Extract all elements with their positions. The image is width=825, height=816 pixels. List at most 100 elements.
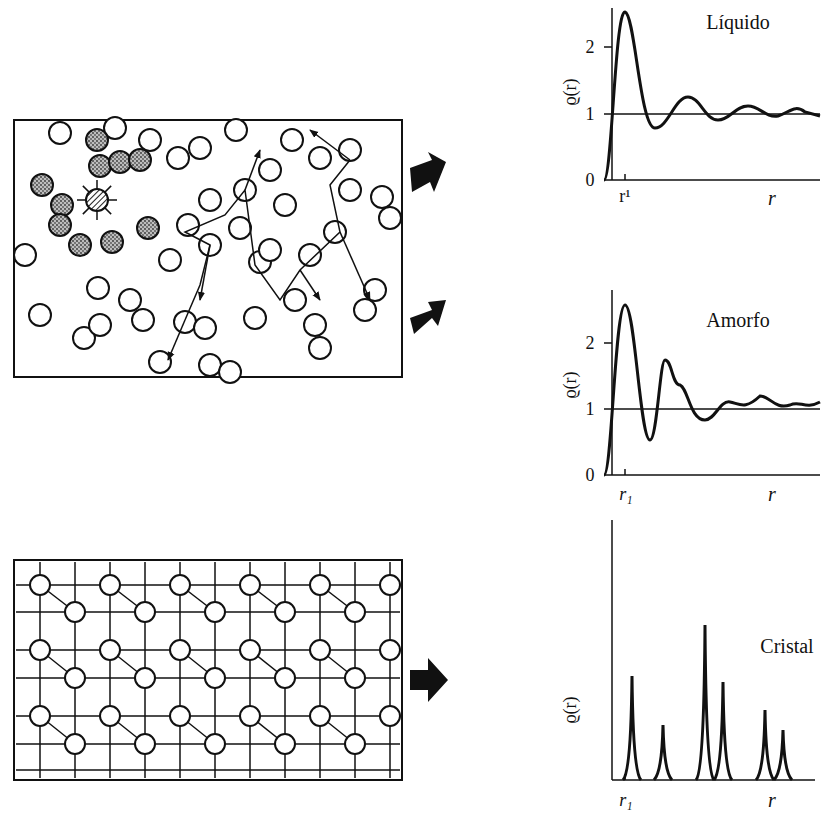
- atom: [354, 299, 376, 321]
- liquid-box: [14, 120, 402, 377]
- motion-arrow: [340, 232, 370, 300]
- grid-line: [16, 769, 400, 771]
- tick-label: 2: [586, 38, 595, 56]
- atom: [380, 575, 400, 595]
- atom: [109, 151, 131, 173]
- atom: [364, 279, 386, 301]
- plot-crystal: [612, 520, 815, 780]
- atom: [199, 189, 221, 211]
- tick-label: 1: [586, 105, 595, 123]
- atom: [274, 194, 296, 216]
- atom: [65, 734, 85, 754]
- grid-line: [16, 584, 400, 586]
- motion-arrow: [168, 320, 185, 360]
- atom: [225, 119, 247, 141]
- atom: [31, 174, 53, 196]
- peak: [623, 676, 641, 780]
- atom: [309, 337, 331, 359]
- grid-line: [16, 649, 400, 651]
- atom: [240, 706, 260, 726]
- atom: [310, 706, 330, 726]
- atom: [310, 575, 330, 595]
- axis-label: ϱ(r): [561, 696, 579, 723]
- axis-label: ϱ(r): [561, 78, 579, 105]
- atom: [132, 309, 154, 331]
- atom: [205, 734, 225, 754]
- atom: [101, 231, 123, 253]
- axis-label: ϱ(r): [561, 371, 579, 398]
- atom: [304, 314, 326, 336]
- atom: [275, 734, 295, 754]
- trajectory: [185, 160, 350, 320]
- lattice: [16, 562, 400, 778]
- axis-label: r: [768, 188, 776, 208]
- atom: [119, 289, 141, 311]
- atom: [379, 207, 401, 229]
- atom: [69, 234, 91, 256]
- atom: [135, 602, 155, 622]
- atom: [100, 640, 120, 660]
- atom: [89, 314, 111, 336]
- atom: [345, 602, 365, 622]
- plot-title: Amorfo: [706, 310, 769, 330]
- atom: [174, 311, 196, 333]
- tick-label: 0: [586, 466, 595, 484]
- atom: [30, 706, 50, 726]
- atom: [259, 239, 281, 261]
- arrow: [410, 300, 446, 334]
- atom: [30, 640, 50, 660]
- atom: [199, 354, 221, 376]
- atom: [177, 214, 199, 236]
- motion-arrow: [245, 150, 260, 190]
- atom: [29, 304, 51, 326]
- atom: [240, 575, 260, 595]
- atom: [137, 217, 159, 239]
- atom: [135, 668, 155, 688]
- atom: [229, 217, 251, 239]
- atom: [380, 640, 400, 660]
- atom: [129, 149, 151, 171]
- atom: [189, 137, 211, 159]
- atom: [65, 602, 85, 622]
- tick-label: 1: [586, 400, 595, 418]
- tick-label: 0: [586, 171, 595, 189]
- atom: [49, 122, 71, 144]
- peak: [696, 625, 714, 780]
- atom: [149, 351, 171, 373]
- atom: [139, 129, 161, 151]
- atom: [30, 575, 50, 595]
- atom: [65, 668, 85, 688]
- atom: [87, 277, 109, 299]
- atom: [275, 602, 295, 622]
- plot-liquid: [604, 8, 820, 180]
- atom: [14, 244, 36, 266]
- atom: [345, 668, 365, 688]
- atom: [205, 668, 225, 688]
- atom: [244, 307, 266, 329]
- plot-amorphous: [604, 290, 820, 475]
- peak: [654, 725, 672, 780]
- atom: [167, 147, 189, 169]
- atom: [89, 155, 111, 177]
- atom: [100, 706, 120, 726]
- atom: [281, 129, 303, 151]
- axis-label: r₁: [619, 485, 632, 503]
- atom: [170, 575, 190, 595]
- crystal-box: [14, 560, 402, 780]
- atom: [371, 186, 393, 208]
- atom: [51, 194, 73, 216]
- atom: [159, 249, 181, 271]
- peak: [714, 682, 732, 780]
- peak: [774, 730, 792, 780]
- motion-arrow: [200, 245, 210, 300]
- atom: [310, 640, 330, 660]
- axis-label: r: [768, 790, 776, 810]
- motion-arrow: [310, 130, 350, 160]
- atom: [205, 602, 225, 622]
- axis-label: r: [768, 484, 776, 504]
- atom: [86, 129, 108, 151]
- atom: [339, 179, 361, 201]
- peak: [756, 710, 774, 780]
